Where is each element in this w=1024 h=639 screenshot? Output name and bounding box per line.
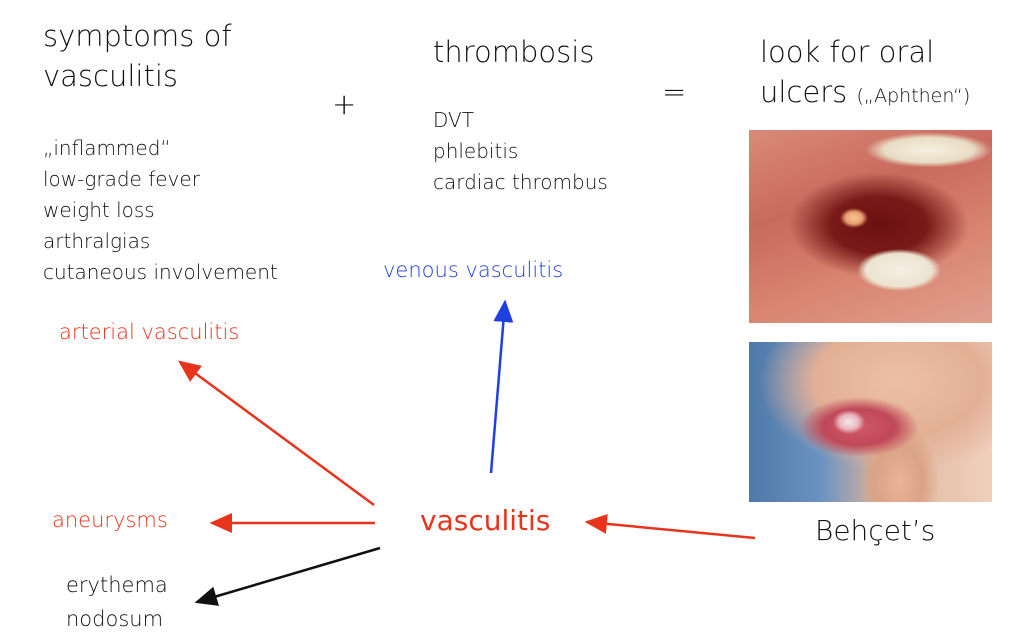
- thrombosis-list: DVT phlebitis cardiac thrombus: [433, 105, 608, 198]
- lip-ulcer-photo: [749, 342, 992, 502]
- symptoms-title-line2: vasculitis: [43, 59, 179, 93]
- symptoms-title: symptoms of vasculitis: [43, 16, 232, 96]
- symptom-item: arthralgias: [43, 229, 151, 253]
- symptom-item: cutaneous involvement: [43, 260, 278, 284]
- oral-ulcers-word: ulcers: [760, 75, 848, 109]
- thrombosis-title: thrombosis: [433, 35, 595, 69]
- symptoms-title-line1: symptoms of: [43, 19, 232, 53]
- vasculitis-label: vasculitis: [420, 504, 551, 537]
- oral-ulcers-title: look for oral ulcers („Aphthen“): [760, 32, 970, 116]
- behcet-label: Behçet’s: [815, 514, 936, 547]
- oral-line2: ulcers („Aphthen“): [760, 72, 970, 116]
- oral-line1: look for oral: [760, 35, 935, 69]
- erythema-line1: erythema: [66, 573, 168, 597]
- thrombosis-item: DVT: [433, 108, 474, 132]
- arrow-to-arterial: [177, 360, 375, 507]
- arrow-behcet-to-vasculitis: [584, 513, 756, 540]
- aphthen-note: („Aphthen“): [856, 85, 971, 107]
- symptom-item: weight loss: [43, 198, 155, 222]
- venous-vasculitis-label: venous vasculitis: [383, 258, 564, 282]
- erythema-nodosum-label: erythema nodosum: [66, 568, 168, 636]
- arrow-to-erythema: [194, 546, 381, 606]
- symptom-item: low-grade fever: [43, 167, 200, 191]
- oral-ulcer-photo: [749, 130, 992, 323]
- arterial-vasculitis-label: arterial vasculitis: [59, 320, 240, 344]
- aneurysms-label: aneurysms: [52, 508, 168, 532]
- symptom-item: „inflammed“: [43, 136, 171, 160]
- arrow-to-venous: [489, 299, 514, 474]
- symptoms-list: „inflammed“ low-grade fever weight loss …: [43, 133, 278, 288]
- erythema-line2: nodosum: [66, 607, 164, 631]
- equals-sign: =: [662, 75, 687, 109]
- thrombosis-item: cardiac thrombus: [433, 170, 608, 194]
- plus-sign: +: [332, 87, 357, 121]
- thrombosis-item: phlebitis: [433, 139, 519, 163]
